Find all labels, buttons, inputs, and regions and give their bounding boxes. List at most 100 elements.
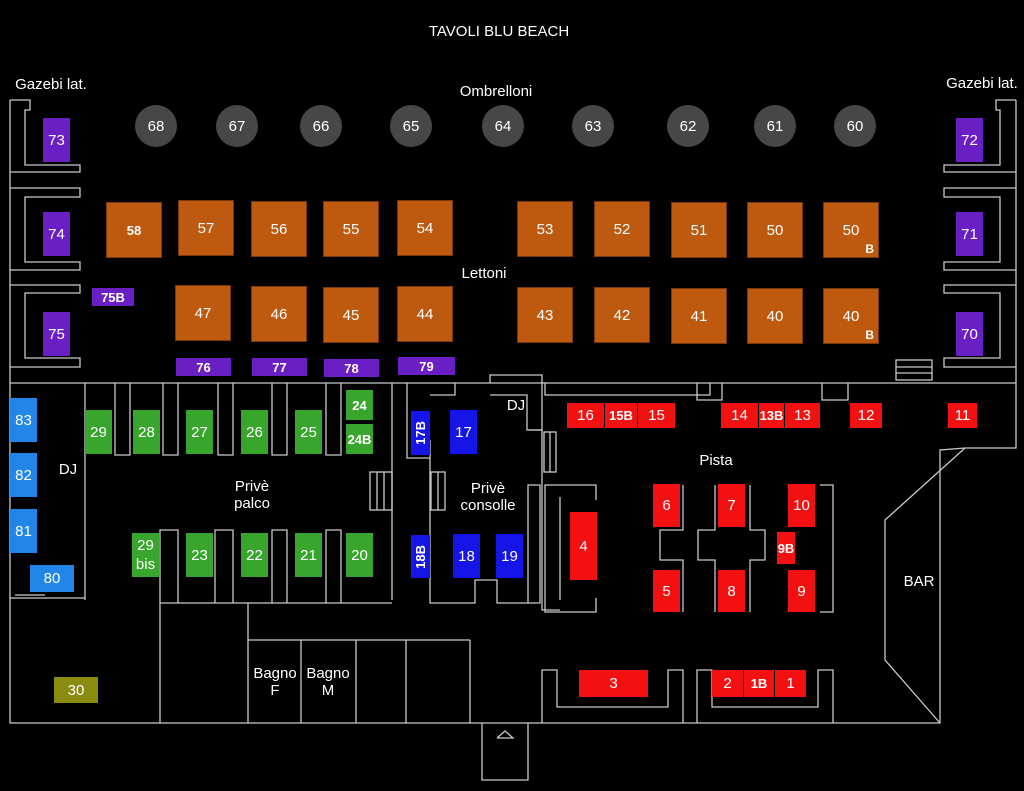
table-18[interactable]: 18: [453, 534, 480, 578]
table-75b[interactable]: 75B: [92, 288, 134, 306]
bar-label: BAR: [903, 573, 935, 590]
table-75[interactable]: 75: [43, 312, 70, 356]
table-50b[interactable]: 50 B: [823, 202, 879, 258]
table-9[interactable]: 9: [788, 570, 815, 612]
table-55[interactable]: 55: [323, 201, 379, 257]
table-19[interactable]: 19: [496, 534, 523, 578]
dj-left-label: DJ: [58, 461, 78, 478]
table-11[interactable]: 11: [948, 403, 977, 428]
table-13b[interactable]: 13B: [759, 403, 784, 428]
table-58[interactable]: 58: [106, 202, 162, 258]
table-1[interactable]: 1: [775, 670, 806, 697]
table-61[interactable]: 61: [754, 105, 796, 147]
table-54[interactable]: 54: [397, 200, 453, 256]
table-29bis-number: 29: [137, 537, 154, 554]
table-5[interactable]: 5: [653, 570, 680, 612]
table-73[interactable]: 73: [43, 118, 70, 162]
table-7[interactable]: 7: [718, 484, 745, 527]
table-14[interactable]: 14: [721, 403, 758, 428]
table-27[interactable]: 27: [186, 410, 213, 454]
table-17b[interactable]: 17B: [411, 411, 430, 455]
table-62[interactable]: 62: [667, 105, 709, 147]
gazebi-right-label: Gazebi lat.: [946, 75, 1018, 92]
table-79[interactable]: 79: [398, 357, 455, 375]
table-74[interactable]: 74: [43, 212, 70, 256]
table-56[interactable]: 56: [251, 201, 307, 257]
table-53[interactable]: 53: [517, 201, 573, 257]
table-24b[interactable]: 24B: [346, 424, 373, 454]
table-15b[interactable]: 15B: [605, 403, 637, 428]
page-title: TAVOLI BLU BEACH: [428, 23, 570, 40]
table-1b[interactable]: 1B: [744, 670, 774, 697]
table-9b[interactable]: 9B: [777, 532, 795, 564]
table-40b-suffix: B: [865, 328, 874, 342]
table-18b-label: 18B: [413, 544, 428, 569]
table-76[interactable]: 76: [176, 358, 231, 376]
table-72[interactable]: 72: [956, 118, 983, 162]
table-58-label: 58: [126, 222, 142, 238]
table-24[interactable]: 24: [346, 390, 373, 420]
table-65[interactable]: 65: [390, 105, 432, 147]
table-21[interactable]: 21: [295, 533, 322, 577]
table-29bis-suffix: bis: [135, 556, 156, 573]
table-64[interactable]: 64: [482, 105, 524, 147]
table-20[interactable]: 20: [346, 533, 373, 577]
table-78[interactable]: 78: [324, 359, 379, 377]
table-29bis[interactable]: 29 bis: [132, 533, 159, 577]
table-17[interactable]: 17: [450, 410, 477, 454]
gazebi-left-label: Gazebi lat.: [15, 76, 87, 93]
table-40b[interactable]: 40 B: [823, 288, 879, 344]
table-50b-suffix: B: [865, 242, 874, 256]
table-28[interactable]: 28: [133, 410, 160, 454]
table-15[interactable]: 15: [638, 403, 675, 428]
table-66[interactable]: 66: [300, 105, 342, 147]
table-10[interactable]: 10: [788, 484, 815, 527]
dj-center-label: DJ: [506, 397, 526, 414]
table-2[interactable]: 2: [712, 670, 743, 697]
table-80[interactable]: 80: [30, 565, 74, 592]
table-4[interactable]: 4: [570, 512, 597, 580]
table-43[interactable]: 43: [517, 287, 573, 343]
table-60[interactable]: 60: [834, 105, 876, 147]
table-57[interactable]: 57: [178, 200, 234, 256]
table-63[interactable]: 63: [572, 105, 614, 147]
table-82[interactable]: 82: [10, 453, 37, 497]
table-40b-number: 40: [842, 307, 860, 325]
table-6[interactable]: 6: [653, 484, 680, 527]
table-42[interactable]: 42: [594, 287, 650, 343]
ombrelloni-label: Ombrelloni: [459, 83, 533, 100]
table-8[interactable]: 8: [718, 570, 745, 612]
table-22[interactable]: 22: [241, 533, 268, 577]
table-71[interactable]: 71: [956, 212, 983, 256]
table-18b[interactable]: 18B: [411, 535, 430, 578]
table-13[interactable]: 13: [785, 403, 820, 428]
table-44[interactable]: 44: [397, 286, 453, 342]
table-30[interactable]: 30: [54, 677, 98, 703]
table-12[interactable]: 12: [850, 403, 882, 428]
table-67[interactable]: 67: [216, 105, 258, 147]
table-25[interactable]: 25: [295, 410, 322, 454]
table-52[interactable]: 52: [594, 201, 650, 257]
table-26[interactable]: 26: [241, 410, 268, 454]
table-83[interactable]: 83: [10, 398, 37, 442]
table-23[interactable]: 23: [186, 533, 213, 577]
table-51[interactable]: 51: [671, 202, 727, 258]
table-68[interactable]: 68: [135, 105, 177, 147]
table-50[interactable]: 50: [747, 202, 803, 258]
table-81[interactable]: 81: [10, 509, 37, 553]
table-29[interactable]: 29: [85, 410, 112, 454]
table-16[interactable]: 16: [567, 403, 604, 428]
table-45[interactable]: 45: [323, 287, 379, 343]
table-47[interactable]: 47: [175, 285, 231, 341]
table-40[interactable]: 40: [747, 288, 803, 344]
table-70[interactable]: 70: [956, 312, 983, 356]
table-3[interactable]: 3: [579, 670, 648, 697]
table-41[interactable]: 41: [671, 288, 727, 344]
table-77[interactable]: 77: [252, 358, 307, 376]
table-46[interactable]: 46: [251, 286, 307, 342]
